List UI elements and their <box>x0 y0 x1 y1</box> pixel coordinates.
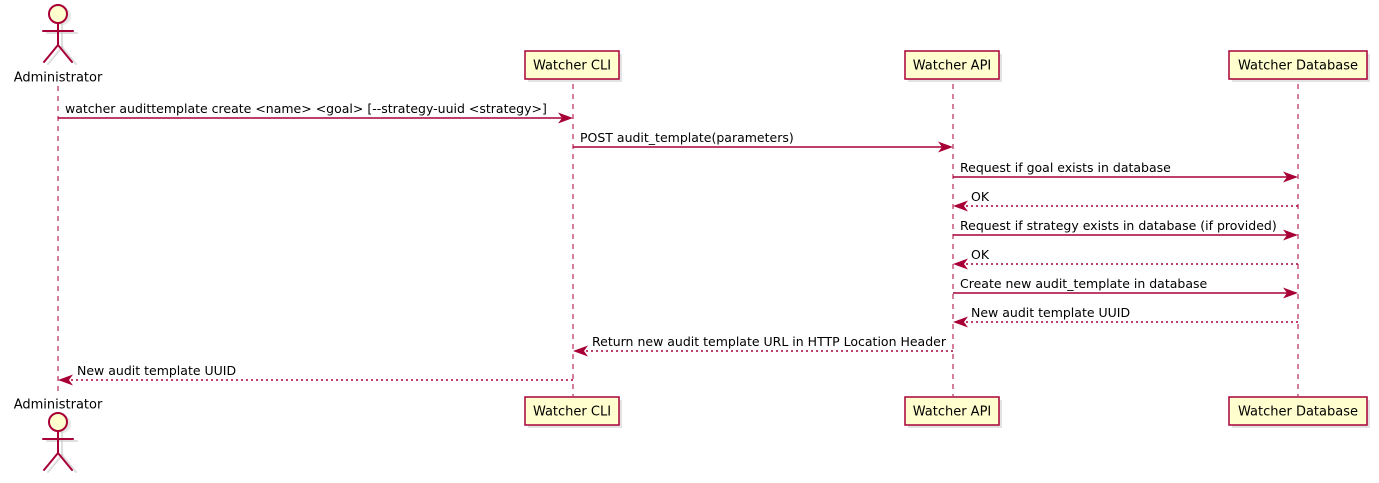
lifelines <box>57 84 1299 396</box>
message-arrowhead-9 <box>573 345 588 357</box>
actor-administrator-bottom[interactable]: Administrator <box>14 398 103 473</box>
participant-rect-watcher-api-bottom[interactable] <box>904 396 1000 426</box>
message-arrowhead-1 <box>558 112 573 124</box>
message-arrowhead-10 <box>58 374 73 386</box>
participant-rect-watcher-database-bottom[interactable] <box>1228 396 1368 426</box>
message-5: Request if strategy exists in database (… <box>953 218 1298 241</box>
participant-label-watcher-api-top: Watcher API <box>913 59 992 74</box>
message-arrowhead-2 <box>938 141 953 153</box>
participant-box-watcher-api-top[interactable]: Watcher API <box>904 50 1002 82</box>
message-label-10: New audit template UUID <box>77 363 236 378</box>
message-1: watcher audittemplate create <name> <goa… <box>58 101 573 124</box>
message-7: Create new audit_template in database <box>953 276 1298 299</box>
message-8: New audit template UUID <box>953 305 1298 328</box>
participant-box-watcher-database-bottom[interactable]: Watcher Database <box>1228 396 1370 428</box>
message-9: Return new audit template URL in HTTP Lo… <box>573 334 953 357</box>
actor-label-administrator-top: Administrator <box>14 71 103 86</box>
participant-rect-watcher-cli-top[interactable] <box>524 50 620 80</box>
message-label-8: New audit template UUID <box>971 305 1130 320</box>
participant-label-watcher-database-top: Watcher Database <box>1238 59 1358 74</box>
message-arrowhead-8 <box>953 316 968 328</box>
participant-label-watcher-database-bottom: Watcher Database <box>1238 405 1358 420</box>
actor-administrator-top[interactable]: Administrator <box>14 4 103 86</box>
participant-label-watcher-cli-top: Watcher CLI <box>533 59 611 74</box>
message-arrowhead-6 <box>953 258 968 270</box>
message-label-2: POST audit_template(parameters) <box>580 130 794 145</box>
message-10: New audit template UUID <box>58 363 573 386</box>
message-label-9: Return new audit template URL in HTTP Lo… <box>592 334 947 349</box>
message-arrowhead-4 <box>953 200 968 212</box>
message-label-4: OK <box>971 189 990 204</box>
message-6: OK <box>953 247 1298 270</box>
message-2: POST audit_template(parameters) <box>573 130 953 153</box>
participant-box-watcher-cli-bottom[interactable]: Watcher CLI <box>524 396 622 428</box>
actor-figure-top <box>42 4 74 63</box>
message-label-6: OK <box>971 247 990 262</box>
participant-box-watcher-database-top[interactable]: Watcher Database <box>1228 50 1370 82</box>
actor-head-icon <box>48 4 68 24</box>
message-label-5: Request if strategy exists in database (… <box>960 218 1277 233</box>
participant-rect-watcher-database-top[interactable] <box>1228 50 1368 80</box>
actor-label-administrator-bottom: Administrator <box>14 398 103 413</box>
actor-figure-bottom <box>42 412 74 471</box>
participant-box-watcher-api-bottom[interactable]: Watcher API <box>904 396 1002 428</box>
message-label-1: watcher audittemplate create <name> <goa… <box>65 101 547 116</box>
participant-rect-watcher-api-top[interactable] <box>904 50 1000 80</box>
participant-label-watcher-api-bottom: Watcher API <box>913 405 992 420</box>
message-4: OK <box>953 189 1298 212</box>
participant-box-watcher-cli-top[interactable]: Watcher CLI <box>524 50 622 82</box>
message-arrowhead-5 <box>1283 229 1298 241</box>
message-label-3: Request if goal exists in database <box>960 160 1171 175</box>
participant-rect-watcher-cli-bottom[interactable] <box>524 396 620 426</box>
participant-label-watcher-cli-bottom: Watcher CLI <box>533 405 611 420</box>
actor-head-icon-bottom <box>48 412 68 432</box>
message-arrowhead-3 <box>1283 171 1298 183</box>
message-arrowhead-7 <box>1283 287 1298 299</box>
message-3: Request if goal exists in database <box>953 160 1298 183</box>
message-label-7: Create new audit_template in database <box>960 276 1207 291</box>
